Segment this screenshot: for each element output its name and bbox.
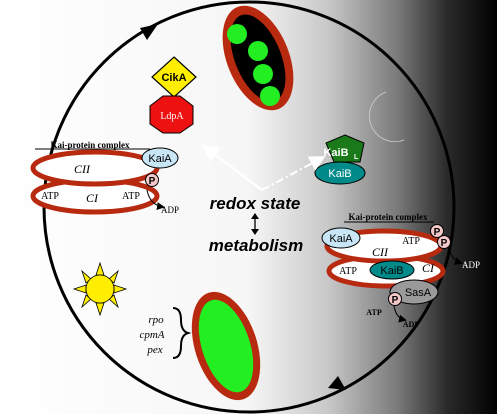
cika-label: CikA bbox=[161, 72, 186, 84]
up-arrowhead bbox=[251, 213, 259, 219]
dark-cell-top bbox=[222, 5, 294, 111]
ldpa-octagon: LdpA bbox=[149, 95, 194, 134]
adp-label: ADP bbox=[161, 205, 179, 215]
ldpa-label: LdpA bbox=[160, 111, 184, 122]
cycle-arrowhead-top bbox=[140, 24, 158, 40]
down-arrowhead bbox=[251, 229, 259, 235]
cika-diamond: CikA bbox=[151, 56, 197, 98]
right-kaia-oval bbox=[321, 227, 361, 249]
right-adp-bottom-label: ADP bbox=[403, 320, 420, 329]
kaia-oval bbox=[141, 147, 179, 169]
right-phosphate-3 bbox=[388, 292, 402, 306]
redox-state-label: redox state bbox=[210, 194, 301, 213]
green-granule bbox=[227, 24, 247, 44]
genes-brace bbox=[172, 307, 192, 359]
sun-icon bbox=[72, 261, 128, 317]
right-p3-label: P bbox=[392, 295, 399, 306]
right-adp-top-label: ADP bbox=[462, 260, 480, 270]
right-adp-bottom-arrow bbox=[393, 305, 407, 323]
arrow-to-cika bbox=[201, 144, 263, 191]
left-kai-complex: Kai-protein complex CII CI ATP ATP KaiA … bbox=[30, 140, 179, 215]
adp-arrow bbox=[146, 189, 165, 211]
kaia-label: KaiA bbox=[148, 153, 172, 165]
metabolism-label: metabolism bbox=[209, 236, 303, 255]
sasa-oval bbox=[389, 279, 439, 305]
atp-left-label: ATP bbox=[41, 191, 59, 202]
right-ci-label: CI bbox=[422, 261, 435, 275]
green-cell-bottom bbox=[191, 291, 261, 401]
right-phosphate-2 bbox=[437, 235, 451, 249]
cii-label: CII bbox=[74, 162, 91, 176]
right-atp-mid-label: ATP bbox=[339, 266, 357, 277]
right-kaia-label: KaiA bbox=[329, 233, 353, 245]
atp-right-label: ATP bbox=[122, 191, 140, 202]
kaib-label: KaiB bbox=[328, 168, 351, 180]
cycle-arrowhead-bottom bbox=[328, 376, 346, 390]
green-granule bbox=[253, 64, 273, 84]
cii-ring bbox=[30, 149, 160, 187]
green-granule bbox=[260, 86, 280, 106]
right-kaib-oval bbox=[369, 260, 415, 280]
right-atp-top-label: ATP bbox=[402, 236, 420, 247]
right-atp-bottom-label: ATP bbox=[366, 308, 382, 317]
kaibl-label: KaiB bbox=[323, 147, 348, 159]
right-adp-top-arrow bbox=[448, 248, 463, 265]
kaib-oval: KaiB bbox=[314, 161, 366, 185]
right-p2-label: P bbox=[441, 238, 448, 249]
left-complex-title: Kai-protein complex bbox=[50, 140, 130, 150]
arrow-to-kaib bbox=[261, 156, 326, 191]
kaibl-subscript: L bbox=[354, 154, 359, 161]
right-p1-label: P bbox=[434, 227, 441, 238]
right-cii-label: CII bbox=[372, 245, 389, 259]
gene-rpo: rpo bbox=[148, 314, 164, 326]
gene-cpma: cpmA bbox=[139, 329, 164, 341]
moon-icon bbox=[368, 91, 405, 143]
right-kai-complex: Kai-protein complex KaiA CII ATP P P ADP… bbox=[321, 212, 480, 329]
right-complex-title: Kai-protein complex bbox=[348, 212, 428, 222]
phosphate-circle bbox=[145, 173, 159, 187]
right-phosphate-1 bbox=[430, 224, 444, 238]
right-kaib-label: KaiB bbox=[380, 265, 403, 277]
gene-pex: pex bbox=[146, 344, 162, 356]
kaibl-pentagon: KaiB L bbox=[323, 134, 365, 163]
ci-label: CI bbox=[86, 191, 99, 205]
sasa-label: SasA bbox=[405, 287, 432, 299]
phosphate-label: P bbox=[149, 176, 156, 187]
green-granule bbox=[248, 41, 268, 61]
